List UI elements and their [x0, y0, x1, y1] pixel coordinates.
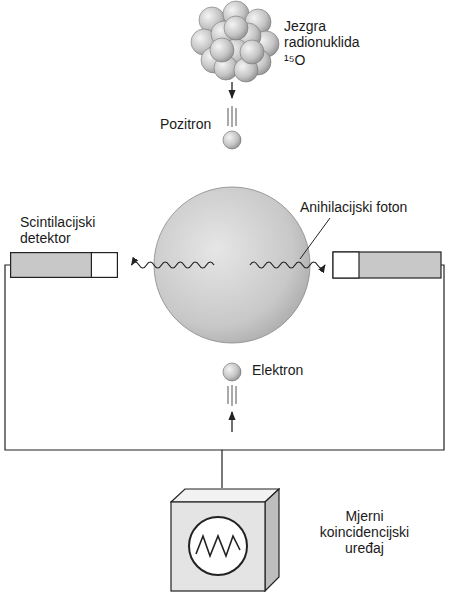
positron [223, 131, 241, 149]
photon-wave [250, 262, 325, 268]
particle-label: Elektron [252, 362, 303, 378]
node-label: Mjerni koincidencijski uređaj [302, 508, 427, 556]
scintillation-detector: Scintilacijski detektor [10, 252, 118, 278]
annihilation-sphere [154, 187, 310, 343]
nucleus-label: Jezgra radionuklida [284, 18, 384, 50]
scintillation-detector [333, 252, 441, 278]
nucleus [191, 1, 279, 82]
node-shape [10, 252, 118, 278]
electron [223, 363, 241, 381]
wire [222, 265, 444, 450]
wire [5, 265, 222, 488]
photon-label: Anihilacijski foton [300, 199, 407, 215]
electron-arrow [231, 412, 232, 432]
coincidence-device: Mjerni koincidencijski uređaj [170, 488, 280, 592]
node-shape [170, 488, 280, 592]
leader-line [300, 218, 330, 259]
particle-label: Pozitron [160, 116, 211, 132]
isotope-label: ¹⁵O [284, 52, 305, 68]
emission-arrow [231, 82, 232, 98]
node-label: Scintilacijski detektor [20, 214, 120, 246]
photon-wave [132, 262, 215, 268]
